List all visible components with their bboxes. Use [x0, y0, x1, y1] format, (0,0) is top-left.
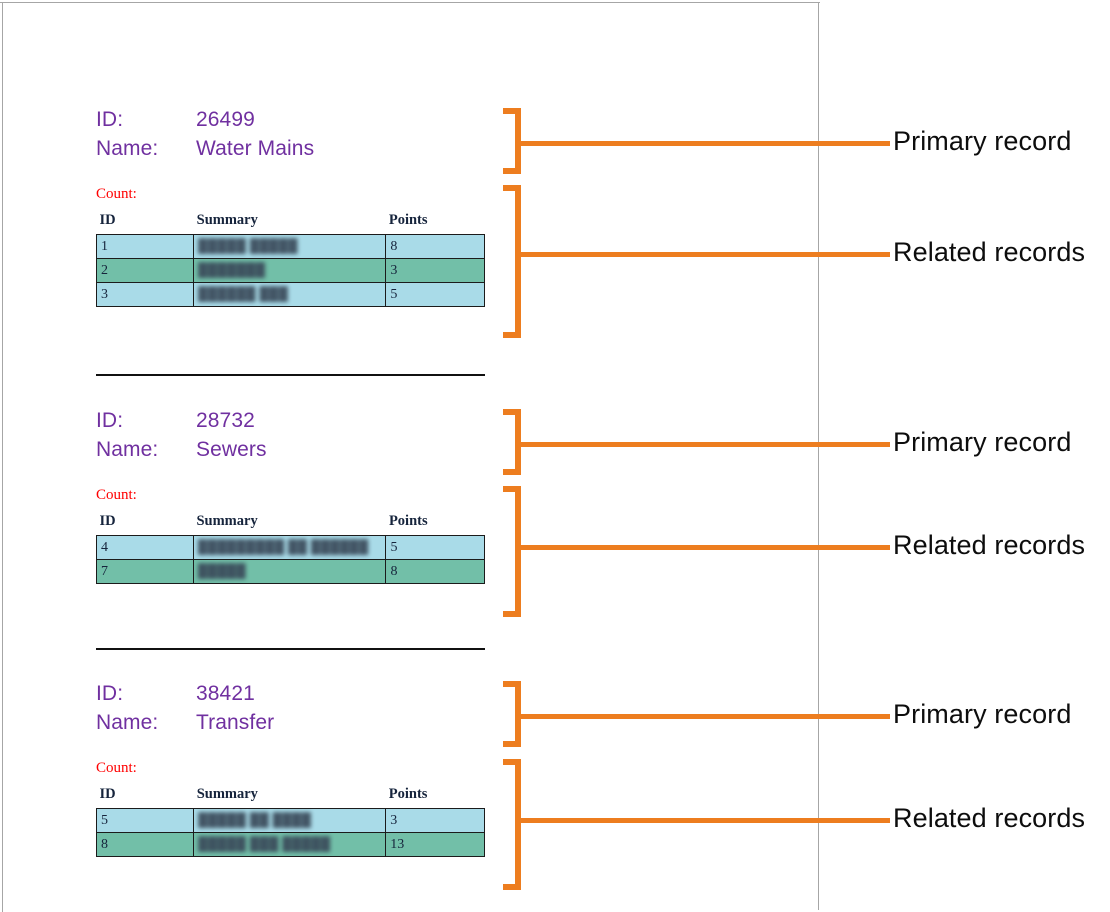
id-label-3: ID: [96, 682, 124, 705]
cell-id: 2 [95, 258, 195, 283]
name-value-3: Transfer [196, 711, 275, 734]
annotation-primary-record-2: Primary record [893, 427, 1072, 457]
cell-points: 5 [385, 535, 485, 560]
cell-id: 1 [95, 234, 195, 259]
table-row[interactable]: 4 █████████ ██ ██████ 5 [96, 535, 485, 560]
name-label-1: Name: [96, 137, 159, 160]
cell-points: 5 [385, 282, 485, 307]
column-header-id: ID [99, 513, 116, 529]
table-row[interactable]: 5 █████ ██ ████ 3 [95, 808, 485, 833]
column-header-points: Points [388, 212, 428, 228]
count-label-1: Count: [96, 186, 137, 202]
column-header-id: ID [99, 212, 116, 228]
annotation-related-records-1: Related records [893, 237, 1086, 267]
related-records-table-3: ID Summary Points 5 █████ ██ ████ 3 8 ██… [95, 786, 485, 857]
cell-summary: █████ ██ ████ [193, 808, 387, 833]
redacted-summary: █████ █████ [198, 238, 298, 253]
cell-points: 8 [385, 559, 485, 584]
related-records-table-2: ID Summary Points 4 █████████ ██ ██████ … [96, 513, 485, 584]
name-value-2: Sewers [196, 438, 267, 461]
table-row[interactable]: 1 █████ █████ 8 [95, 234, 485, 259]
annotation-primary-record-3: Primary record [893, 699, 1072, 729]
cell-points: 3 [385, 808, 485, 833]
table-header-row: ID Summary Points [97, 786, 485, 809]
block-separator-2 [96, 648, 485, 650]
cell-id: 7 [96, 559, 194, 584]
redacted-summary: ███████ [198, 262, 266, 277]
redacted-summary: █████ [197, 563, 247, 578]
cell-summary: ███████ [193, 258, 387, 283]
related-records-leader-2 [515, 545, 890, 550]
id-label-2: ID: [96, 409, 124, 432]
id-value-1: 26499 [196, 108, 255, 131]
cell-summary: █████████ ██ ██████ [192, 535, 387, 560]
table-row[interactable]: 3 ██████ ███ 5 [95, 282, 485, 307]
cell-points: 13 [385, 832, 485, 857]
primary-record-leader-1 [515, 141, 890, 146]
name-value-1: Water Mains [196, 137, 315, 160]
table-row[interactable]: 7 █████ 8 [96, 559, 485, 584]
annotation-primary-record-1: Primary record [893, 126, 1072, 156]
cell-id: 8 [95, 832, 195, 857]
table-header-row: ID Summary Points [97, 212, 485, 235]
redacted-summary: █████ ██ ████ [198, 812, 312, 827]
cell-points: 8 [385, 234, 485, 259]
column-header-points: Points [388, 786, 428, 802]
page-border-top [0, 2, 820, 3]
column-header-summary: Summary [196, 513, 258, 529]
related-records-leader-3 [515, 818, 890, 823]
count-label-3: Count: [96, 760, 137, 776]
annotation-related-records-3: Related records [893, 803, 1086, 833]
count-label-2: Count: [96, 487, 137, 503]
annotation-related-records-2: Related records [893, 530, 1086, 560]
table-row[interactable]: 8 █████ ███ █████ 13 [95, 832, 485, 857]
related-records-table-1: ID Summary Points 1 █████ █████ 8 2 ████… [95, 212, 485, 307]
id-value-3: 38421 [196, 682, 255, 705]
cell-id: 4 [96, 535, 194, 560]
redacted-summary: ██████ ███ [198, 286, 289, 301]
related-records-leader-1 [515, 252, 890, 257]
redacted-summary: █████ ███ █████ [198, 836, 331, 851]
name-label-3: Name: [96, 711, 159, 734]
column-header-points: Points [388, 513, 428, 529]
page-divider-vertical [818, 2, 819, 910]
id-value-2: 28732 [196, 409, 255, 432]
column-header-id: ID [99, 786, 116, 802]
page-border-left [2, 2, 3, 912]
primary-record-leader-2 [515, 442, 890, 447]
cell-summary: █████ ███ █████ [193, 832, 387, 857]
table-row[interactable]: 2 ███████ 3 [95, 258, 485, 283]
primary-record-leader-3 [515, 714, 890, 719]
cell-summary: ██████ ███ [193, 282, 387, 307]
cell-points: 3 [385, 258, 485, 283]
table-header-row: ID Summary Points [97, 513, 485, 536]
cell-id: 5 [95, 808, 195, 833]
id-label-1: ID: [96, 108, 124, 131]
cell-summary: █████ [192, 559, 387, 584]
column-header-summary: Summary [196, 212, 258, 228]
column-header-summary: Summary [196, 786, 258, 802]
block-separator-1 [96, 374, 485, 376]
redacted-summary: █████████ ██ ██████ [197, 539, 369, 554]
cell-summary: █████ █████ [193, 234, 387, 259]
name-label-2: Name: [96, 438, 159, 461]
cell-id: 3 [95, 282, 195, 307]
